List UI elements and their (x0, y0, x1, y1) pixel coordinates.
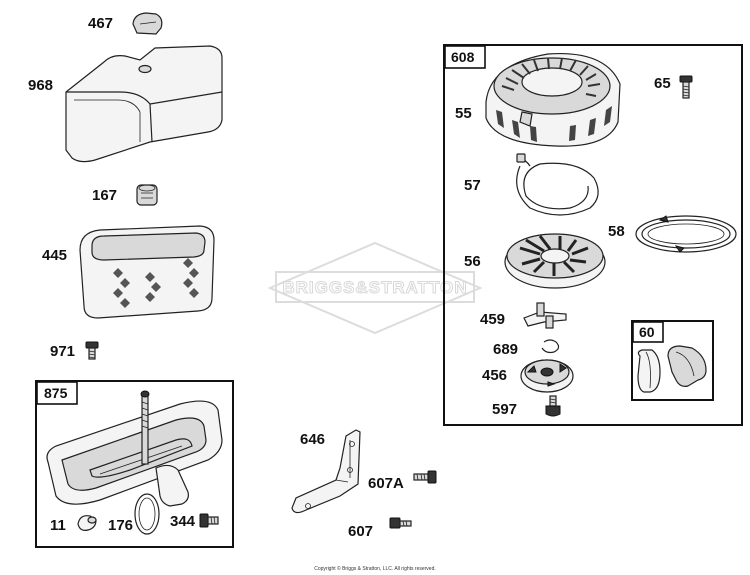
part-456-ratchet[interactable] (520, 359, 574, 393)
label-459: 459 (480, 311, 505, 328)
part-445-air-filter[interactable] (79, 225, 215, 319)
label-344: 344 (170, 513, 196, 530)
label-467: 467 (88, 15, 113, 32)
label-646: 646 (300, 431, 325, 448)
briggs-stratton-watermark-logo: BRIGGS&STRATTON (267, 241, 483, 335)
part-646-bracket[interactable] (291, 429, 361, 514)
part-968-air-cleaner-cover[interactable] (65, 45, 223, 163)
part-875-air-cleaner-base[interactable] (46, 400, 223, 507)
part-597-screw[interactable] (545, 395, 561, 417)
label-57: 57 (464, 177, 481, 194)
label-445: 445 (42, 247, 67, 264)
label-176: 176 (108, 517, 133, 534)
label-875: 875 (44, 385, 68, 401)
copyright-text: Copyright © Briggs & Stratton, LLC. All … (314, 565, 436, 572)
label-56: 56 (464, 253, 481, 270)
part-60-starter-handle-grip[interactable] (637, 349, 661, 393)
label-608: 608 (451, 49, 475, 65)
label-55: 55 (455, 105, 472, 122)
part-57-rewind-rope[interactable] (516, 153, 599, 216)
part-875-stud[interactable] (140, 390, 150, 465)
part-344-screw[interactable] (199, 513, 219, 528)
part-58-rewind-spring[interactable] (635, 215, 737, 253)
part-607-screw[interactable] (389, 517, 412, 529)
part-607A-screw[interactable] (413, 470, 437, 484)
box-608-frame (443, 44, 743, 426)
box-875-frame (35, 380, 234, 548)
label-607A: 607A (368, 475, 404, 492)
box-608-tag (444, 45, 486, 69)
label-65: 65 (654, 75, 671, 92)
label-456: 456 (482, 367, 507, 384)
label-971: 971 (50, 343, 75, 360)
label-11: 11 (50, 517, 66, 534)
part-167-nut[interactable] (136, 184, 158, 206)
part-467-grommet[interactable] (132, 12, 163, 35)
part-176-o-ring[interactable] (134, 493, 160, 535)
watermark-text: BRIGGS&STRATTON (282, 278, 467, 297)
label-607: 607 (348, 523, 373, 540)
label-167: 167 (92, 187, 117, 204)
label-58: 58 (608, 223, 625, 240)
part-60-starter-handle-insert[interactable] (667, 345, 707, 387)
box-60-frame (631, 320, 714, 401)
part-55-starter-housing[interactable] (485, 52, 621, 147)
label-968: 968 (28, 77, 53, 94)
part-65-screw[interactable] (679, 75, 693, 99)
part-971-screw[interactable] (85, 341, 99, 360)
label-689: 689 (493, 341, 518, 358)
box-60-tag (632, 321, 664, 343)
part-56-pulley[interactable] (504, 233, 606, 289)
part-689-retainer[interactable] (541, 339, 560, 354)
part-459-pawl[interactable] (523, 302, 567, 329)
part-11-breather-tube[interactable] (77, 515, 97, 531)
label-60: 60 (639, 324, 655, 340)
label-597: 597 (492, 401, 517, 418)
box-875-tag (36, 381, 78, 405)
